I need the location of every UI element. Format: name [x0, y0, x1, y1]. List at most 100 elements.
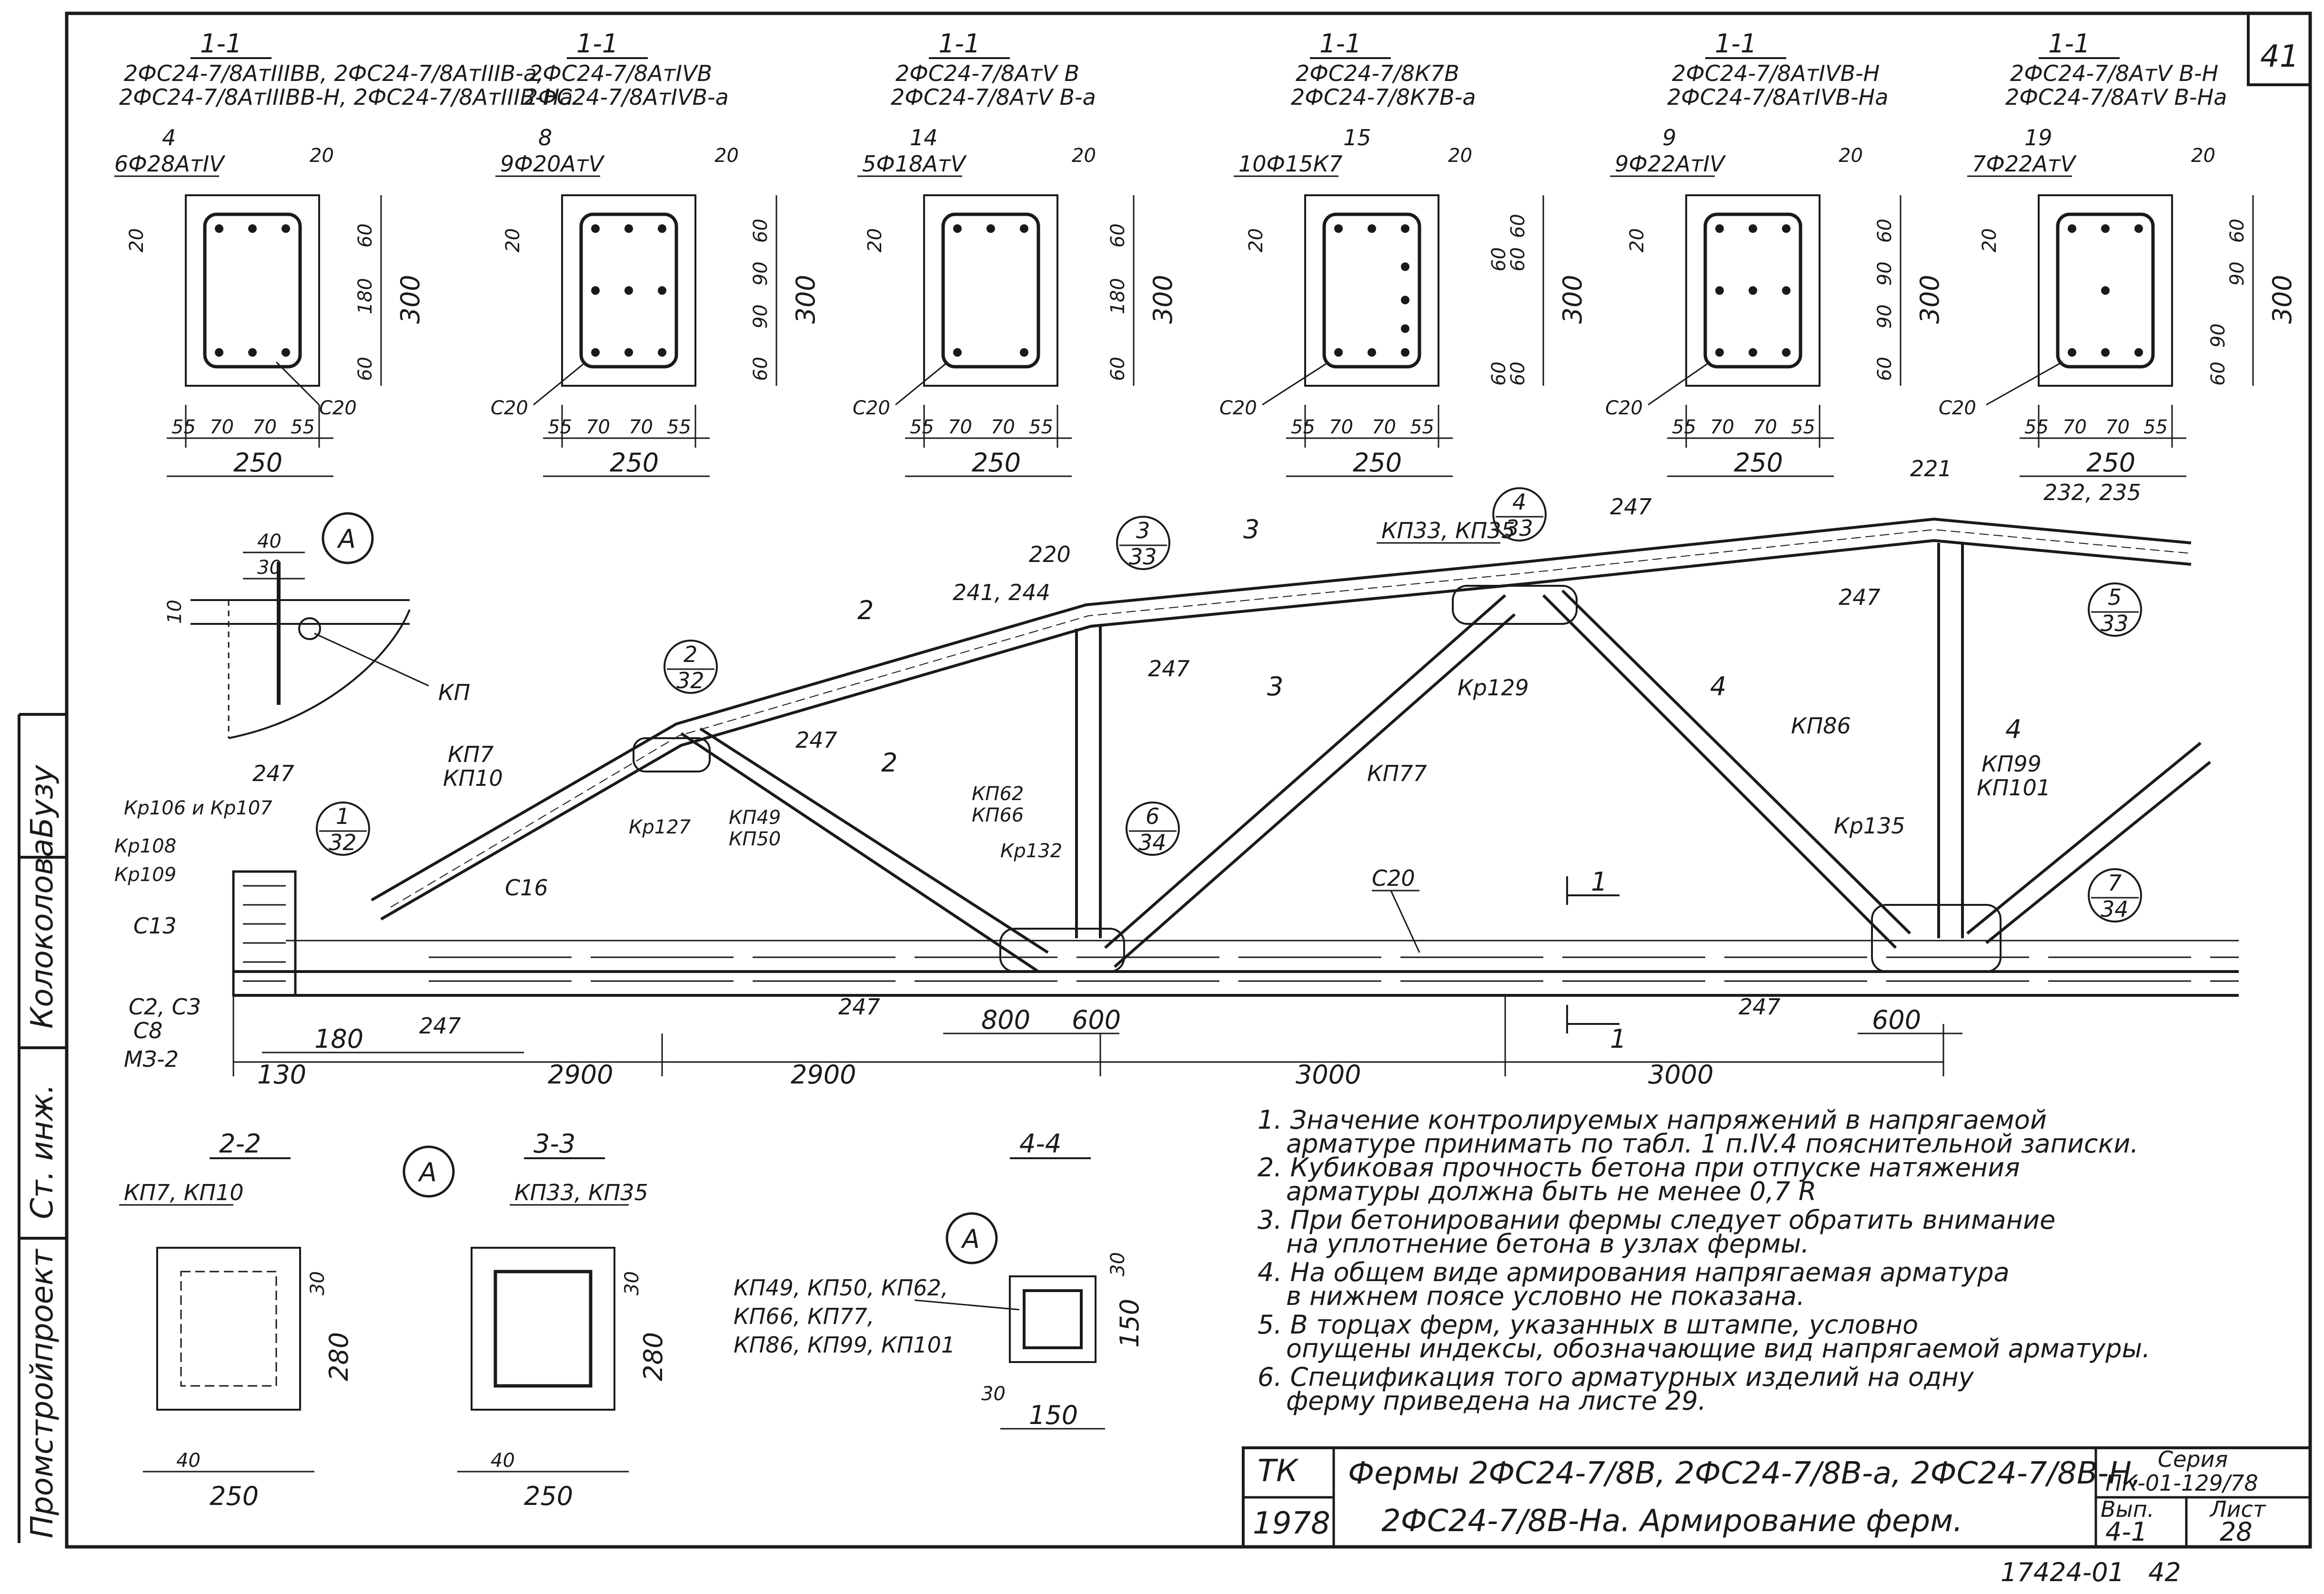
dim-r2: 90: [1874, 261, 1896, 286]
diagonal-2: [1104, 594, 1506, 949]
dim-r3: 90: [750, 304, 772, 329]
cut-3b: 3: [1267, 672, 1283, 702]
dim-top: 20: [310, 145, 334, 167]
section-label: КП7, КП10: [124, 1180, 244, 1205]
detail-label: КП: [438, 680, 470, 705]
cut-1b: 1: [1610, 1024, 1626, 1054]
cover-label: С20: [1605, 397, 1643, 419]
dim-r3: 60: [354, 357, 376, 381]
section-marks-1: 2ФС24-7/8АтIIIВВ, 2ФС24-7/8АтIIIВ-а,: [124, 60, 544, 86]
section-stirrup: [493, 1270, 593, 1388]
node-num: 3: [1136, 518, 1150, 543]
dim-width: 250: [2086, 448, 2135, 478]
tb-vyp-value: 4-1: [2105, 1517, 2147, 1547]
label-232-235: 232, 235: [2043, 480, 2141, 505]
node-callout-3: 333: [1116, 516, 1170, 570]
label-mz2: МЗ-2: [124, 1046, 179, 1072]
section-marks-2: 2ФС24-7/8АтIVВ-а: [524, 84, 729, 110]
node-num: 1: [336, 803, 350, 829]
note-line-11: 6. Спецификация того арматурных изделий …: [1258, 1362, 1974, 1392]
dim-b4: 55: [291, 416, 315, 438]
node-sheet: 34: [2101, 896, 2129, 922]
dim-top: 20: [714, 145, 739, 167]
label-247-a: 247: [1610, 494, 1652, 520]
label-c2c3: С2, С3: [129, 994, 201, 1020]
section-marks-2: 2ФС24-7/8К7В-а: [1291, 84, 1476, 110]
section-outline: [156, 1247, 301, 1411]
dim-top: 20: [1448, 145, 1472, 167]
dim-b1: 55: [548, 416, 572, 438]
section-marks-1: 2ФС24-7/8АтV В-Н: [2010, 60, 2218, 86]
dim-b3: 70: [252, 416, 277, 438]
cover-label: С20: [1219, 397, 1257, 419]
label-c20-bottom: С20: [1372, 865, 1415, 891]
label-kp109: Кр109: [114, 864, 176, 886]
page-number-box: [2247, 13, 2310, 86]
cover-label: С20: [1939, 397, 1976, 419]
section-title: 1-1: [938, 29, 980, 59]
section-stirrup: [203, 212, 302, 369]
label-kp108: Кр108: [114, 835, 176, 857]
section-callout: 9: [1662, 125, 1676, 150]
stamp-sign: Бузу: [25, 764, 60, 838]
stamp-org: Промстройпроект: [25, 1248, 60, 1538]
section-marks-1: 2ФС24-7/8АтIVВ-Н: [1672, 60, 1880, 86]
dim-left: 20: [1626, 228, 1648, 252]
dim-r3: 60: [1107, 357, 1129, 381]
dim-2900-a: 2900: [548, 1060, 613, 1090]
detail-marker: А: [337, 524, 356, 554]
dim-height: 300: [1148, 275, 1178, 324]
dim-r1: 60: [1488, 361, 1510, 386]
section-callout: 15: [1343, 125, 1371, 150]
dim-r3: 90: [1874, 304, 1896, 329]
section-stirrup: [180, 1271, 277, 1387]
note-line-2: арматуре принимать по табл. 1 п.IV.4 поя…: [1286, 1129, 2139, 1159]
node-sheet: 33: [1505, 515, 1533, 541]
section-stirrup: [1023, 1289, 1083, 1349]
stamp-name: Колоколова: [25, 839, 60, 1029]
label-kp127: Кр127: [629, 816, 691, 838]
tb-list-value: 28: [2220, 1517, 2253, 1547]
dim-height: 150: [1115, 1299, 1145, 1348]
dim-b2: 70: [586, 416, 610, 438]
section-stirrup: [579, 212, 678, 369]
section-marks-2: 2ФС24-7/8АтIVВ-На: [1667, 84, 1888, 110]
dim-r2: 180: [354, 278, 376, 314]
dim-r2: 180: [1107, 278, 1129, 314]
dim-r4: 60: [1874, 357, 1896, 381]
tb-tk: ТК: [1258, 1454, 1299, 1489]
label-247-b: 247: [1148, 656, 1190, 682]
dim-left: 20: [1245, 228, 1267, 252]
section-1-1-d: 1-1 2ФС24-7/8К7В 2ФС24-7/8К7В-а 15 10Ф15…: [1219, 29, 1588, 478]
detail-marker-circle: [322, 512, 374, 564]
section-marks-1: 2ФС24-7/8АтV В: [895, 60, 1079, 86]
dim-left: 40: [491, 1450, 515, 1472]
section-title: 3-3: [533, 1129, 575, 1159]
dim-r4: 60: [750, 357, 772, 381]
section-1-1-a: 1-1 2ФС24-7/8АтIIIВВ, 2ФС24-7/8АтIIIВ-а,…: [114, 29, 573, 478]
section-outline: [1304, 194, 1439, 387]
diagonal-3: [1542, 594, 1897, 949]
section-label: КП33, КП35: [514, 1180, 648, 1205]
node-sheet: 32: [329, 830, 357, 855]
dim-top: 20: [2191, 145, 2215, 167]
dim-small: 30: [621, 1271, 643, 1295]
dim-b2: 70: [1710, 416, 1734, 438]
section-callout: 8: [538, 125, 552, 150]
section-rebar: 10Ф15К7: [1238, 151, 1343, 177]
label-kp99: КП99: [1982, 751, 2042, 777]
section-marks-2: 2ФС24-7/8АтV В-а: [891, 84, 1096, 110]
dim-height: 280: [324, 1332, 354, 1381]
section-1-1-b: 1-1 2ФС24-7/8АтIVВ 2ФС24-7/8АтIVВ-а 8 9Ф…: [491, 29, 821, 478]
dim-left: 40: [176, 1450, 201, 1472]
dim-b4: 55: [1410, 416, 1434, 438]
dim-800: 800: [981, 1005, 1030, 1035]
section-callout: 19: [2024, 125, 2052, 150]
dim-width: 250: [210, 1481, 259, 1511]
node-callout-1: 132: [316, 802, 370, 856]
diagonal-1: [680, 732, 1039, 973]
dim-top-outer: 40: [257, 531, 282, 552]
section-title: 1-1: [200, 29, 242, 59]
marker-a-2: А: [402, 1145, 455, 1198]
dim-left: 20: [126, 228, 148, 252]
